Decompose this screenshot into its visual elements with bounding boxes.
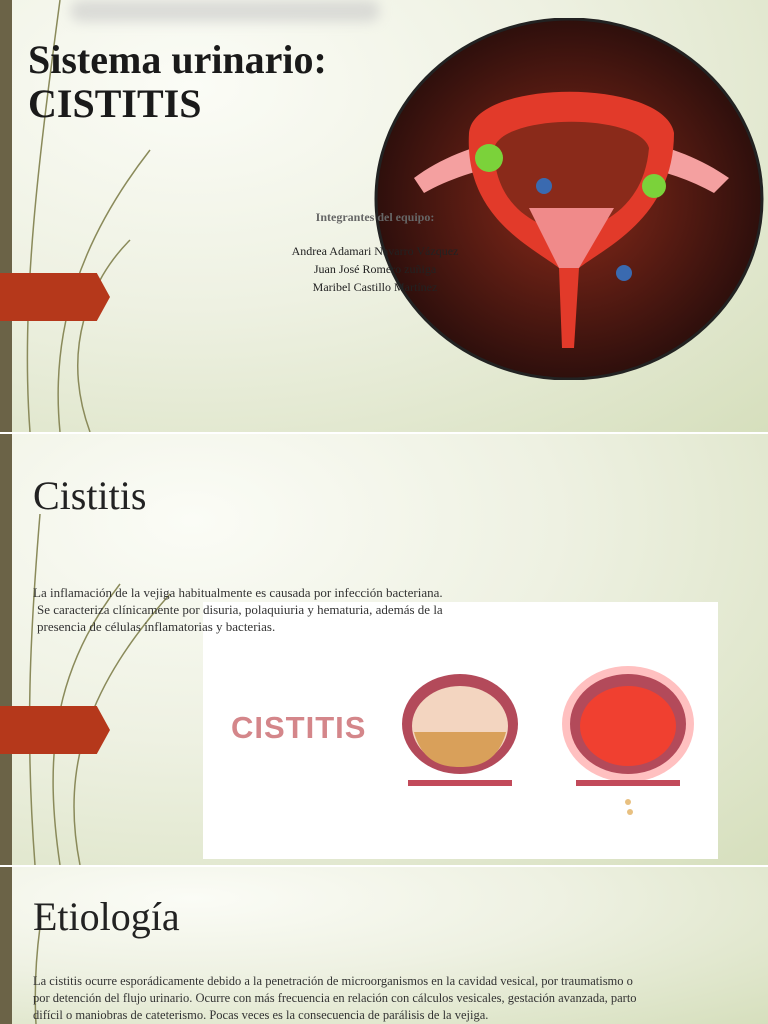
accent-arrow [0,273,110,321]
title-line-2: CISTITIS [28,81,202,126]
slide-etiologia: Etiología La cistitis ocurre esporádicam… [0,867,768,1024]
slide-title: Sistema urinario:CISTITIS Integrantes de… [0,0,768,432]
slide-heading: Cistitis [33,473,147,518]
image-label: CISTITIS [231,710,367,745]
member-name: Maribel Castillo Martínez [312,280,438,294]
shadow-decoration [70,0,380,22]
member-name: Andrea Adamari Navarro Vázquez [291,244,459,258]
body-line: por detención del flujo urinario. Ocurre… [33,991,637,1005]
page-title: Sistema urinario:CISTITIS [28,38,327,126]
title-line-1: Sistema urinario: [28,37,327,82]
member-name: Juan José Romero zuñiga [313,262,437,276]
slide-sidebar [0,434,12,865]
body-line: Se caracteriza clínicamente por disuria,… [37,602,443,617]
accent-arrow [0,706,110,754]
body-line: difícil o maniobras de cateterismo. Poca… [33,1008,489,1022]
bladder-illustration [374,18,764,380]
body-line: presencia de células inflamatorias y bac… [37,619,276,634]
team-heading: Integrantes del equipo: [315,210,435,224]
cistitis-image: CISTITIS [203,602,718,859]
slide-sidebar [0,0,12,432]
slide-body: La inflamación de la vejiga habitualment… [33,584,523,635]
body-line: La cistitis ocurre esporádicamente debid… [33,974,633,988]
body-line: La inflamación de la vejiga habitualment… [33,585,443,600]
slide-body: La cistitis ocurre esporádicamente debid… [33,973,763,1024]
slide-heading: Etiología [33,894,180,939]
slide-sidebar [0,867,12,1024]
team-list: Integrantes del equipo: Andrea Adamari N… [260,208,490,296]
bladder-comparison [402,666,694,815]
slide-cistitis: Cistitis CISTITIS La inflamación de la v… [0,434,768,865]
